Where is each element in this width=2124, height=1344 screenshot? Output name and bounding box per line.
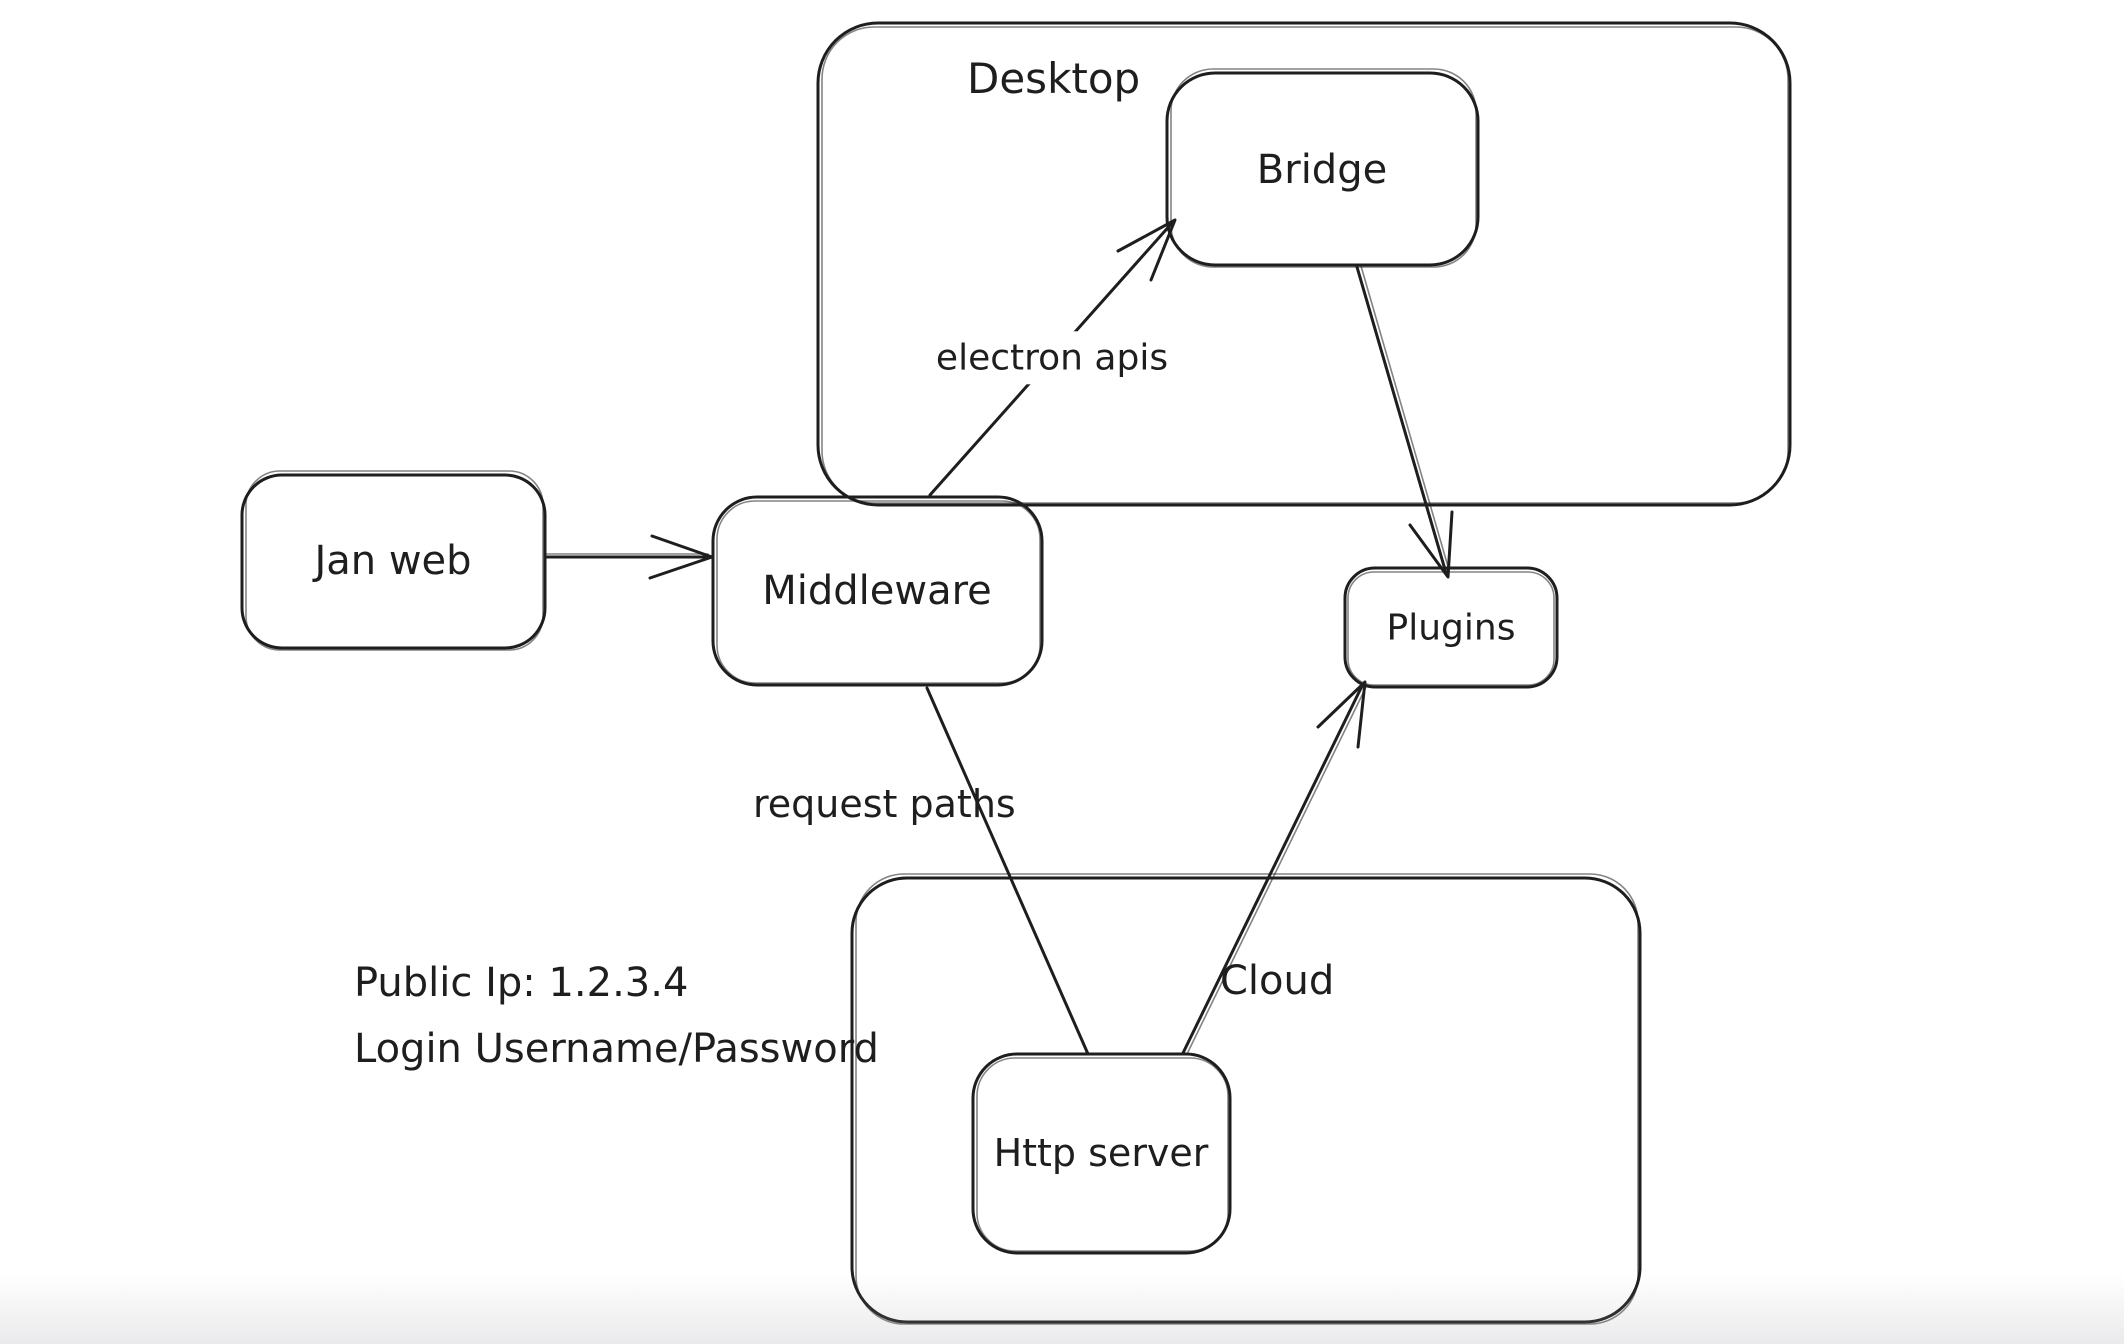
edge-label-request-paths[interactable]: request paths [753,782,1016,826]
jan-web-node-sketch-line [245,470,544,651]
cloud-container[interactable] [850,876,1642,1324]
plugins-node[interactable] [1343,566,1559,689]
desktop-container-sketch-line [821,26,1789,504]
jan-web-node-label[interactable]: Jan web [314,538,472,584]
edge-label-electron-apis[interactable]: electron apis [921,331,1183,385]
bridge-node-label[interactable]: Bridge [1256,147,1388,193]
arrowhead-into-middleware [648,534,714,580]
middleware-node[interactable] [711,495,1044,687]
bridge-node-sketch-line [1170,68,1477,268]
middleware-node-label[interactable]: Middleware [762,568,992,614]
arrowhead-into-plugins-top [1408,510,1454,579]
plugins-node-label[interactable]: Plugins [1386,607,1516,649]
http-server-node[interactable] [971,1052,1232,1255]
http-server-node-sketch-line [976,1057,1229,1252]
plugins-node-sketch-line [1347,571,1555,686]
edge-janweb-middleware[interactable] [543,534,714,580]
middleware-node-sketch-line [716,500,1041,684]
desktop-container[interactable] [816,21,1792,507]
jan-web-node[interactable] [240,473,547,650]
arrowhead-into-bridge [1116,218,1177,282]
bridge-node[interactable] [1165,71,1480,267]
edge-bridge-plugins[interactable] [1355,265,1454,579]
edge-middleware-httpserver[interactable] [925,686,1090,1056]
edge-httpserver-plugins[interactable] [1181,680,1367,1055]
cloud-container-sketch-line [855,873,1639,1325]
note-public-ip: Public Ip: 1.2.3.4 [354,960,689,1006]
note-text[interactable]: Public Ip: 1.2.3.4 Login Username/Passwo… [354,950,879,1082]
desktop-container-label[interactable]: Desktop [967,54,1141,103]
arrowhead-into-plugins-bottom [1316,680,1367,749]
cloud-container-label[interactable]: Cloud [1220,958,1335,1004]
note-login: Login Username/Password [354,1026,879,1072]
http-server-node-label[interactable]: Http server [993,1131,1209,1176]
